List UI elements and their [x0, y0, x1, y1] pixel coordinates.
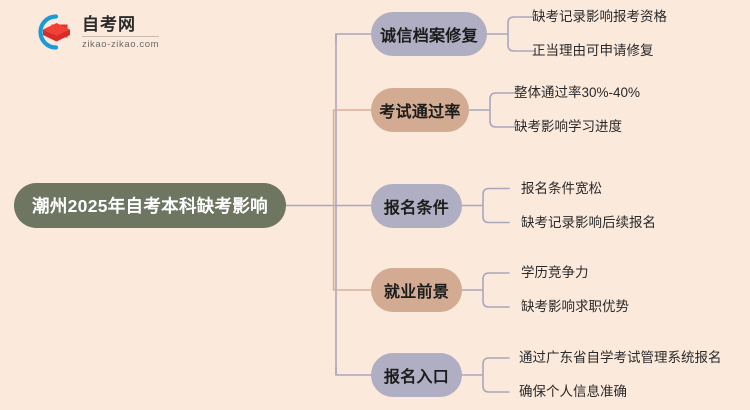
mindmap-branch-node-5[interactable]: 报名入口 [371, 353, 462, 397]
mindmap-leaf-4-1: 学历竞争力 [521, 265, 589, 280]
mindmap-branch-node-3[interactable]: 报名条件 [371, 183, 462, 228]
mindmap-leaf-2-2: 缺考影响学习进度 [514, 119, 622, 134]
root-node-label: 潮州2025年自考本科缺考影响 [32, 196, 268, 216]
mindmap-leaf-3-2: 缺考记录影响后续报名 [521, 214, 656, 230]
connector-bracket-3 [482, 187, 510, 224]
site-logo: 自考网 zikao-zikao.com [26, 8, 186, 56]
mindmap-leaf-1-2: 正当理由可申请修复 [532, 43, 654, 58]
connector-bracket-4 [482, 272, 510, 308]
logo-domain: zikao-zikao.com [82, 39, 160, 51]
mindmap-leaf-3-1: 报名条件宽松 [521, 180, 602, 196]
mindmap-leaf-5-1: 通过广东省自学考试管理系统报名 [519, 350, 722, 365]
logo-divider [82, 36, 160, 38]
connector-bracket-2 [489, 92, 517, 128]
mindmap-leaf-5-2: 确保个人信息准确 [519, 384, 627, 399]
branch-node-label: 就业前景 [383, 284, 450, 301]
branch-node-label: 报名入口 [383, 369, 450, 386]
graduation-cap-in-c-arc-icon [26, 10, 74, 54]
mindmap-root-node[interactable]: 潮州2025年自考本科缺考影响 [14, 183, 286, 228]
branch-node-label: 考试通过率 [379, 104, 461, 121]
logo-title: 自考网 [82, 15, 136, 35]
connector-bracket-5 [482, 357, 510, 393]
connector-bracket-1 [507, 16, 535, 52]
mindmap-leaf-1-1: 缺考记录影响报考资格 [532, 9, 667, 24]
connector-branch-5 [335, 366, 372, 376]
mindmap-branch-node-2[interactable]: 考试通过率 [371, 88, 469, 132]
mindmap-branch-node-1[interactable]: 诚信档案修复 [371, 12, 487, 56]
connector-branch-1 [335, 33, 372, 43]
mindmap-leaf-2-1: 整体通过率30%-40% [514, 85, 641, 100]
branch-node-label: 诚信档案修复 [380, 28, 478, 45]
branch-node-label: 报名条件 [383, 199, 450, 217]
mindmap-branch-node-4[interactable]: 就业前景 [371, 268, 462, 312]
mindmap-leaf-4-2: 缺考影响求职优势 [521, 299, 629, 314]
logo-text: 自考网 zikao-zikao.com [82, 14, 160, 51]
